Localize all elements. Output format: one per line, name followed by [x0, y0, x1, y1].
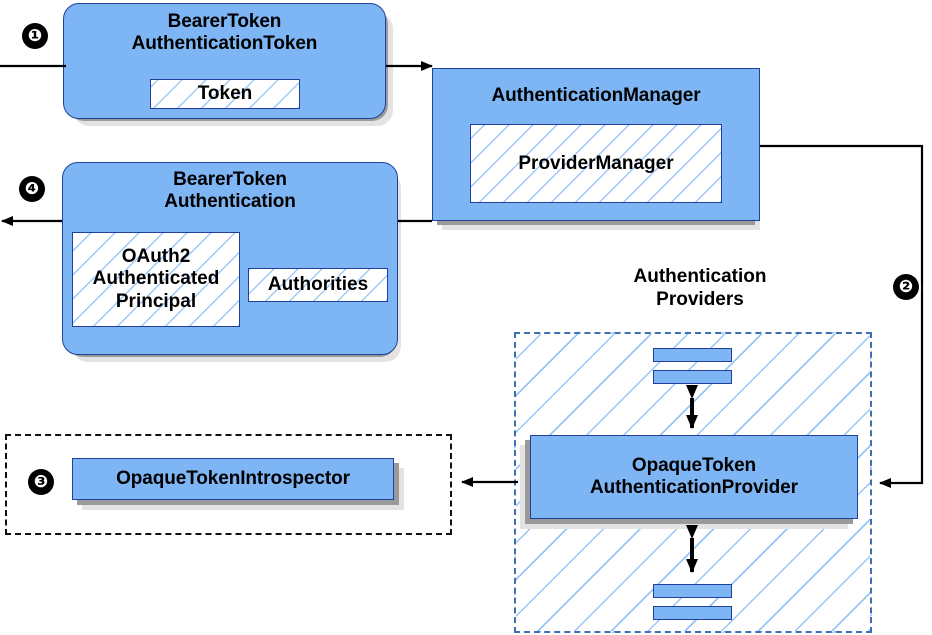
- opaque-token-introspector-title: OpaqueTokenIntrospector: [116, 467, 350, 489]
- authentication-providers-label: Authentication Providers: [633, 266, 767, 310]
- step-marker-3: ❸: [28, 469, 54, 495]
- bearer-token-authentication-title: BearerToken Authentication: [164, 169, 296, 213]
- provider-bottom-bar-1: [653, 584, 732, 598]
- bearer-token-authentication-token-title: BearerToken AuthenticationToken: [131, 11, 318, 55]
- provider-top-bar-2: [653, 370, 732, 384]
- provider-bottom-bar-2: [653, 606, 732, 620]
- opaque-token-introspector-group: [5, 434, 452, 535]
- authentication-manager-title: AuthenticationManager: [491, 85, 701, 106]
- step-marker-2: ❷: [893, 274, 919, 300]
- provider-top-bar-stack: [653, 348, 732, 384]
- opaque-token-introspector-box[interactable]: OpaqueTokenIntrospector: [72, 458, 394, 500]
- authorities-inner-box[interactable]: Authorities: [248, 268, 388, 302]
- provider-top-bar-1: [653, 348, 732, 362]
- opaque-token-authentication-provider-title: OpaqueToken AuthenticationProvider: [590, 454, 798, 498]
- provider-bottom-bar-stack: [653, 584, 732, 620]
- token-inner-box[interactable]: Token: [150, 79, 300, 109]
- step-marker-1: ❶: [22, 23, 48, 49]
- oauth2-authenticated-principal-inner-box[interactable]: OAuth2 Authenticated Principal: [72, 232, 240, 327]
- provider-manager-inner-box[interactable]: ProviderManager: [470, 124, 722, 203]
- step-marker-4: ❹: [19, 176, 45, 202]
- opaque-token-authentication-provider-box[interactable]: OpaqueToken AuthenticationProvider: [530, 435, 858, 519]
